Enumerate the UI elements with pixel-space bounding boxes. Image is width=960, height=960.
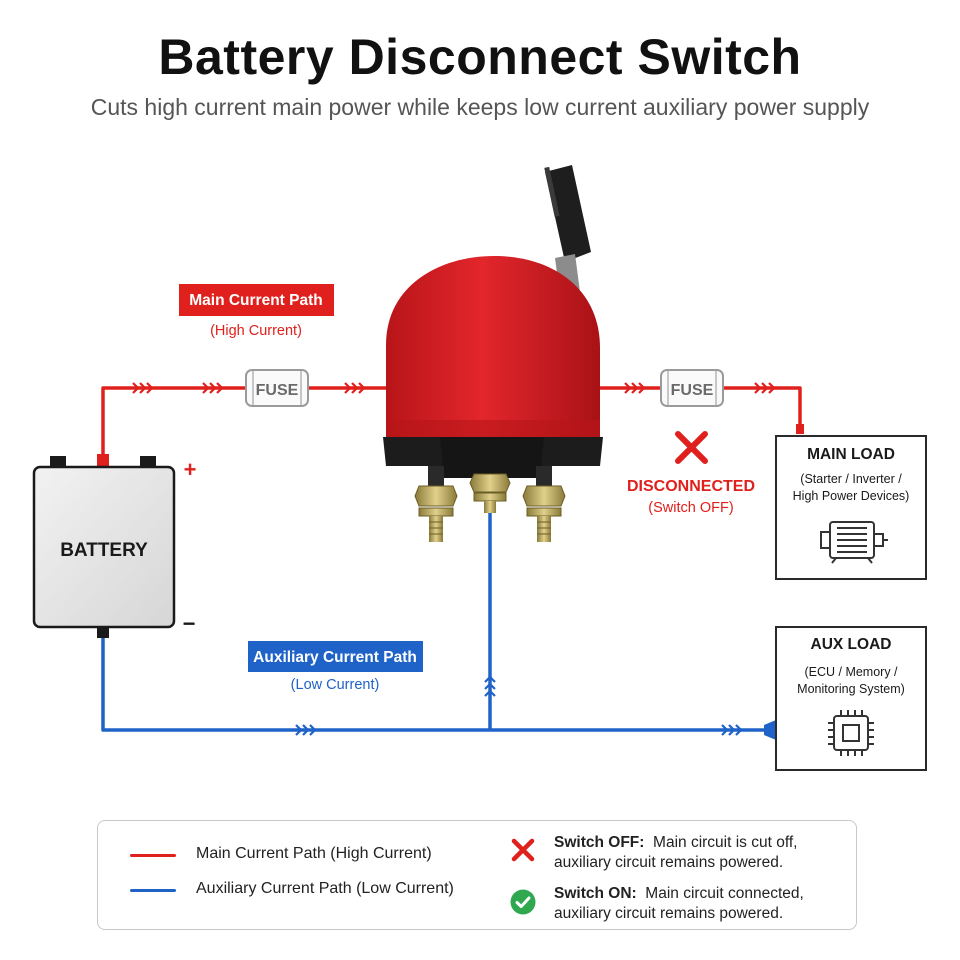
legend-off-text2: auxiliary circuit remains powered.: [554, 854, 784, 871]
main-load-title: MAIN LOAD: [807, 446, 895, 463]
main-load-line1: (Starter / Inverter /: [800, 472, 902, 486]
switch-housing: [386, 256, 600, 437]
disconnected-sub: (Switch OFF): [648, 500, 733, 516]
fuse-right: FUSE: [660, 369, 724, 407]
legend-main-swatch: [130, 854, 176, 857]
main-path-label: Main Current Path (High Current): [179, 284, 334, 339]
legend-off-label: Switch OFF:: [554, 834, 645, 851]
legend-on-label: Switch ON:: [554, 885, 637, 902]
legend-main-label: Main Current Path (High Current): [196, 845, 432, 862]
main-load-connector: [796, 424, 804, 434]
legend-switch-off: Switch OFF: Main circuit is cut off, aux…: [554, 833, 797, 873]
disconnect-switch: [383, 165, 603, 542]
main-path-sub: (High Current): [210, 323, 302, 339]
switch-terminal-center: [469, 473, 511, 513]
battery-plus-sign: +: [184, 457, 197, 482]
legend-aux-swatch: [130, 889, 176, 892]
legend-aux-label: Auxiliary Current Path (Low Current): [196, 880, 454, 897]
fuse-left: FUSE: [245, 369, 309, 407]
main-load-box: MAIN LOAD (Starter / Inverter / High Pow…: [775, 435, 927, 580]
check-circle-icon: [510, 889, 536, 915]
legend-off-text1: Main circuit is cut off,: [653, 834, 798, 851]
aux-load-line1: (ECU / Memory /: [804, 665, 898, 679]
disconnected-status: DISCONNECTED (Switch OFF): [627, 431, 755, 516]
diagram-subtitle: Cuts high current main power while keeps…: [90, 94, 870, 120]
x-icon: [511, 838, 535, 862]
battery: BATTERY + −: [32, 454, 197, 638]
legend-switch-on: Switch ON: Main circuit connected, auxil…: [554, 884, 804, 924]
fuse-left-label: FUSE: [256, 382, 299, 399]
battery-terminal-left: [50, 456, 66, 468]
aux-path-title: Auxiliary Current Path: [253, 649, 417, 666]
aux-current-wire: [101, 510, 768, 732]
aux-load-box: AUX LOAD (ECU / Memory / Monitoring Syst…: [775, 626, 927, 771]
legend-on-text2: auxiliary circuit remains powered.: [554, 905, 784, 922]
fuse-right-label: FUSE: [671, 382, 714, 399]
aux-path-sub: (Low Current): [291, 677, 380, 693]
diagram-title: Battery Disconnect Switch: [158, 29, 802, 85]
aux-flow-arrows: [295, 675, 743, 736]
battery-minus-sign: −: [183, 611, 196, 636]
aux-load-connector: [764, 720, 776, 740]
motor-icon: [820, 521, 888, 564]
switch-terminal-right: [522, 466, 566, 542]
battery-terminal-right: [140, 456, 156, 468]
legend-on-text1: Main circuit connected,: [645, 885, 804, 902]
main-path-title: Main Current Path: [189, 292, 322, 309]
switch-terminal-left: [414, 466, 458, 542]
x-icon: [675, 431, 708, 464]
main-load-line2: High Power Devices): [793, 489, 910, 503]
battery-positive-terminal: [97, 454, 109, 468]
chip-icon: [828, 710, 874, 756]
aux-load-line2: Monitoring System): [797, 682, 905, 696]
disconnected-label: DISCONNECTED: [627, 478, 755, 495]
legend-panel: Main Current Path (High Current) Auxilia…: [97, 820, 857, 930]
battery-negative-terminal: [97, 626, 109, 638]
aux-path-label: Auxiliary Current Path (Low Current): [248, 641, 423, 693]
main-flow-arrows: [132, 382, 776, 394]
switch-handle: [545, 165, 591, 262]
aux-load-title: AUX LOAD: [811, 636, 892, 653]
battery-label: BATTERY: [60, 540, 148, 561]
